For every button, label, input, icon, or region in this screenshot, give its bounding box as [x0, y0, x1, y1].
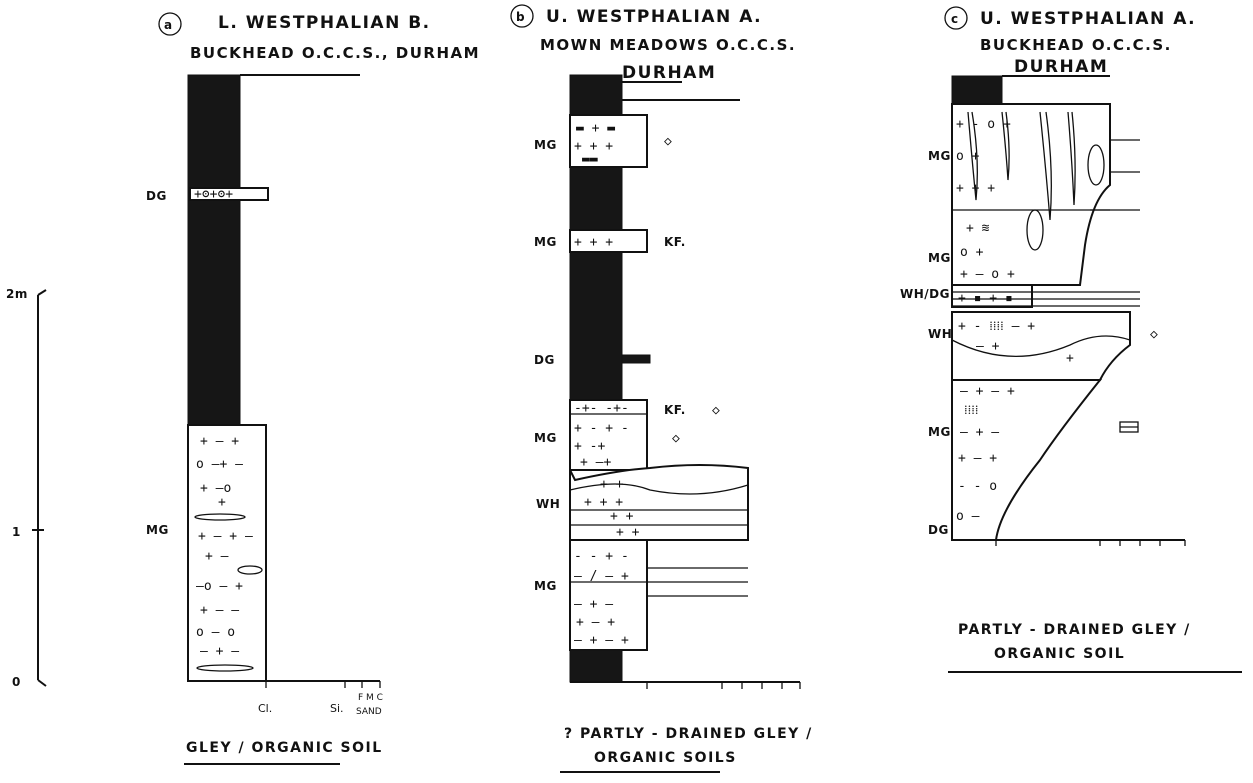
svg-text:+ - + -: + - + - — [574, 421, 629, 436]
panel-a-axis-sand-sizes: F M C — [358, 693, 383, 703]
svg-text:+ +: + + — [610, 509, 634, 524]
svg-text:- - + -: - - + - — [574, 549, 629, 564]
panel-a-coal-bed — [188, 75, 240, 425]
svg-text:+ — +: + — + — [576, 615, 615, 630]
panel-c-label-wh: WH — [928, 327, 952, 341]
panel-c-label-mg1: MG — [928, 149, 951, 163]
svg-text:+: + — [218, 495, 226, 510]
panel-a-axis-si: Si. — [330, 702, 344, 715]
svg-text:o +: o + — [956, 149, 980, 164]
svg-text:— + — +: — + — + — [574, 633, 629, 648]
svg-text:+ - o +: + - o + — [956, 117, 1011, 132]
panel-c-marker: c — [951, 12, 959, 26]
panel-c-label-mg2: MG — [928, 251, 951, 265]
panel-b-title-3: DURHAM — [622, 63, 716, 83]
svg-text:+ -+: + -+ — [574, 439, 605, 454]
svg-text:— / — +: — / — + — [574, 569, 629, 584]
svg-text:— + —: — + — — [200, 644, 239, 659]
svg-text:+ +: + + — [616, 525, 640, 540]
svg-text:— + — +: — + — + — [960, 384, 1015, 399]
panel-b-caption-1: ? PARTLY - DRAINED GLEY / — [564, 726, 813, 742]
svg-text:+ +: + + — [600, 477, 624, 492]
svg-text:— +: — + — [976, 339, 1000, 354]
panel-b-label-mg2: MG — [534, 235, 557, 249]
svg-text:+ — o +: + — o + — [960, 267, 1015, 282]
svg-text:+ — +: + — + — [200, 434, 239, 449]
panel-b-label-wh: WH — [536, 497, 560, 511]
scale-label-top: 2m — [6, 287, 28, 301]
svg-text:o — o: o — o — [196, 625, 235, 640]
panel-b-dg-band — [622, 355, 650, 363]
panel-b-coal-bottom — [570, 650, 622, 682]
svg-text:+ ▪ + ▪: + ▪ + ▪ — [958, 291, 1013, 306]
svg-text:+ — —: + — — — [200, 603, 239, 618]
svg-text:+: + — [1066, 351, 1074, 366]
panel-b-label-kf2: KF. — [664, 403, 686, 417]
panel-a-title-1: L. WESTPHALIAN B. — [218, 13, 431, 33]
svg-text:◇: ◇ — [672, 431, 680, 446]
panel-b-marker: b — [516, 10, 525, 24]
panel-b-label-mg4: MG — [534, 579, 557, 593]
svg-text:+ — +: + — + — [958, 451, 997, 466]
svg-text:o —+ —: o —+ — — [196, 457, 243, 472]
panel-a-label-mg: MG — [146, 523, 169, 537]
panel-b-caption-2: ORGANIC SOILS — [594, 750, 737, 766]
panel-c: c U. WESTPHALIAN A. BUCKHEAD O.C.C.S. DU… — [900, 7, 1242, 672]
svg-text:+ — + —: + — + — — [198, 529, 253, 544]
panel-b-label-kf1: KF. — [664, 235, 686, 249]
panel-c-title-2: BUCKHEAD O.C.C.S. — [980, 36, 1172, 54]
panel-c-title-3: DURHAM — [1014, 57, 1108, 77]
svg-text:-+- -+-: -+- -+- — [574, 401, 629, 416]
svg-text:+ ≋: + ≋ — [966, 221, 990, 236]
scale-label-bottom: 0 — [12, 675, 21, 689]
panel-a-label-dg: DG — [146, 189, 167, 203]
svg-text:▬▬: ▬▬ — [582, 152, 598, 167]
panel-a: a L. WESTPHALIAN B. BUCKHEAD O.C.C.S., D… — [146, 13, 480, 764]
panel-a-marker: a — [164, 18, 173, 32]
scale-bar: 2m 1 0 — [6, 287, 46, 689]
svg-text:— + —: — + — — [960, 425, 999, 440]
svg-text:+ —o: + —o — [200, 481, 231, 496]
panel-c-diamond: ◇ — [1150, 327, 1158, 342]
panel-b-label-dg: DG — [534, 353, 555, 367]
panel-a-caption: GLEY / ORGANIC SOIL — [186, 740, 383, 756]
panel-c-label-whdg: WH/DG — [900, 287, 950, 301]
panel-b-label-mg1: MG — [534, 138, 557, 152]
svg-text:+ + +: + + + — [956, 181, 995, 196]
svg-text:o —: o — — [956, 509, 980, 524]
svg-text:+ʘ+ʘ+: +ʘ+ʘ+ — [194, 187, 233, 202]
svg-text:o +: o + — [960, 245, 984, 260]
panel-c-title-1: U. WESTPHALIAN A. — [980, 9, 1196, 29]
scale-label-mid: 1 — [12, 525, 21, 539]
svg-text:+ —+: + —+ — [580, 455, 611, 470]
svg-text:◇: ◇ — [712, 403, 720, 418]
svg-text:⁞⁞⁞⁞: ⁞⁞⁞⁞ — [964, 403, 978, 418]
svg-text:+ —: + — — [205, 549, 229, 564]
svg-text:+ - ⁞⁞⁞⁞ — +: + - ⁞⁞⁞⁞ — + — [958, 319, 1035, 334]
panel-c-caption-2: ORGANIC SOIL — [994, 646, 1125, 662]
svg-text:+ + +: + + + — [574, 235, 613, 250]
panel-c-caption-1: PARTLY - DRAINED GLEY / — [958, 622, 1191, 638]
panel-c-label-dg: DG — [928, 523, 949, 537]
svg-text:— + —: — + — — [574, 597, 613, 612]
panel-c-coal-top — [952, 76, 1002, 104]
svg-text:▬ + ▬: ▬ + ▬ — [576, 121, 615, 136]
panel-b: b U. WESTPHALIAN A. MOWN MEADOWS O.C.C.S… — [511, 5, 813, 772]
panel-a-axis-cl: Cl. — [258, 702, 272, 715]
panel-b-diamond-1: ◇ — [664, 134, 672, 149]
panel-b-title-2: MOWN MEADOWS O.C.C.S. — [540, 36, 796, 54]
panel-c-label-mg3: MG — [928, 425, 951, 439]
panel-a-axis-sand: SAND — [356, 707, 382, 717]
svg-text:- - o: - - o — [958, 479, 997, 494]
panel-a-title-2: BUCKHEAD O.C.C.S., DURHAM — [190, 44, 480, 62]
panel-b-title-1: U. WESTPHALIAN A. — [546, 7, 762, 27]
svg-text:+ + +: + + + — [584, 495, 623, 510]
panel-b-label-mg3: MG — [534, 431, 557, 445]
svg-text:—o — +: —o — + — [196, 579, 243, 594]
